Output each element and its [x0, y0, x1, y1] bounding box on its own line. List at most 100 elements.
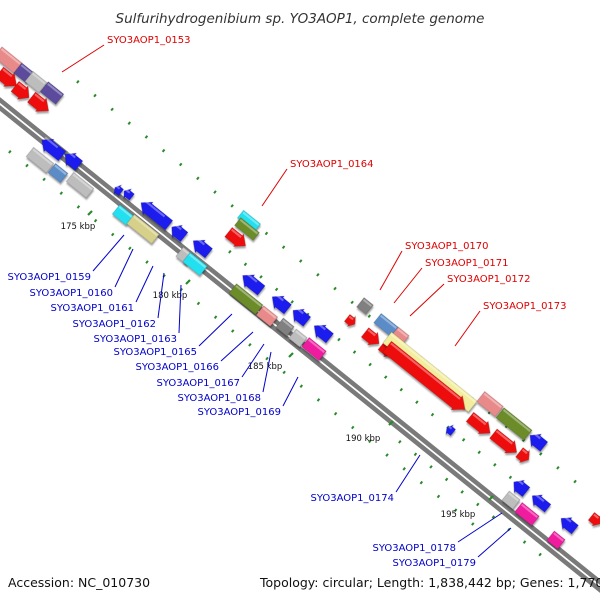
tick-mark	[488, 495, 494, 501]
dot-mark	[429, 465, 433, 469]
dot-mark	[350, 300, 354, 305]
accession-text: Accession: NC_010730	[8, 575, 150, 590]
dot-mark	[145, 260, 149, 264]
gene-arrow	[529, 432, 549, 452]
gene-block	[476, 390, 504, 418]
gene-label: SYO3AOP1_0164	[290, 159, 374, 170]
gene-block	[356, 297, 374, 315]
gene-block	[182, 252, 208, 276]
dot-mark	[265, 356, 269, 361]
tick-label: 180 kbp	[153, 291, 188, 301]
gene-label: SYO3AOP1_0159	[7, 272, 91, 283]
label-leader-line	[409, 283, 445, 317]
dot-mark	[274, 287, 279, 292]
label-leader-line	[262, 351, 272, 393]
dot-mark	[430, 412, 435, 417]
dot-mark	[42, 177, 46, 182]
dot-mark	[213, 315, 218, 320]
dot-mark	[316, 272, 320, 277]
dot-mark	[444, 477, 449, 482]
gene-label: SYO3AOP1_0161	[50, 303, 134, 314]
dot-mark	[316, 398, 321, 402]
gene-label: SYO3AOP1_0169	[197, 407, 281, 418]
dot-mark	[538, 552, 542, 557]
dot-mark	[243, 262, 248, 267]
gene-block	[234, 217, 260, 241]
tick-label: 195 kbp	[441, 510, 476, 520]
gene-arrow	[515, 447, 530, 464]
dot-mark	[461, 437, 466, 442]
dot-mark	[231, 329, 235, 333]
gene-block	[65, 171, 95, 199]
map-title: Sulfurihydrogenibium sp. YO3AOP1, comple…	[116, 11, 485, 27]
gene-arrow	[10, 80, 30, 100]
label-leader-line	[178, 284, 182, 334]
gene-track	[0, 46, 600, 550]
dot-mark	[337, 337, 341, 342]
label-leader-line	[114, 248, 134, 288]
dot-mark	[367, 314, 372, 318]
label-leader-line	[393, 267, 423, 304]
dot-mark	[477, 450, 481, 455]
dot-mark	[93, 93, 97, 98]
gene-block	[546, 530, 566, 550]
dot-mark	[413, 452, 418, 457]
dot-mark	[25, 163, 29, 168]
gene-arrow	[313, 322, 334, 344]
gene-arrow	[465, 411, 491, 435]
dot-mark	[368, 362, 372, 367]
dot-mark	[522, 540, 527, 544]
dot-mark	[398, 439, 402, 444]
dot-mark	[8, 150, 12, 154]
dot-mark	[368, 439, 372, 444]
dot-mark	[93, 218, 98, 223]
dot-mark	[556, 465, 560, 470]
dot-mark	[402, 467, 406, 471]
gene-block	[47, 162, 69, 184]
label-leader-line	[157, 272, 165, 319]
dot-mark	[282, 370, 286, 375]
dot-mark	[230, 204, 234, 208]
gene-label: SYO3AOP1_0168	[177, 393, 261, 404]
tick-label: 175 kbp	[61, 222, 96, 232]
dot-mark	[460, 490, 464, 494]
dot-mark	[419, 480, 424, 485]
label-leader-line	[135, 265, 154, 303]
dot-mark	[259, 275, 263, 279]
dot-mark	[76, 205, 81, 209]
gene-label: SYO3AOP1_0160	[29, 288, 113, 299]
gene-block	[495, 407, 533, 441]
tick-mark	[87, 210, 93, 216]
dot-mark	[299, 384, 304, 388]
label-leader-line	[395, 454, 421, 493]
label-leader-line	[92, 234, 125, 272]
gene-arrow	[0, 66, 17, 87]
label-leader-line	[477, 527, 512, 558]
dot-mark	[508, 475, 513, 480]
gene-label: SYO3AOP1_0153	[107, 35, 191, 46]
label-leader-line	[282, 376, 299, 407]
label-leader-line	[241, 343, 265, 378]
gene-arrow	[513, 478, 531, 498]
dot-mark	[161, 148, 166, 153]
dot-mark	[144, 135, 149, 139]
dot-mark	[248, 342, 252, 347]
gene-arrow	[242, 272, 266, 296]
gene-block	[514, 502, 540, 526]
gene-block	[111, 204, 135, 226]
dot-mark	[127, 121, 131, 125]
dot-mark	[471, 522, 475, 526]
dot-mark	[493, 463, 497, 467]
label-leader-line	[61, 44, 105, 73]
gene-arrow	[489, 428, 518, 454]
dot-mark	[213, 190, 217, 194]
dot-mark	[110, 107, 114, 112]
gene-arrow	[343, 313, 356, 327]
gene-label: SYO3AOP1_0165	[113, 347, 197, 358]
gene-arrow	[224, 227, 246, 247]
gene-block	[228, 283, 264, 315]
dot-mark	[178, 162, 183, 167]
dot-mark	[299, 259, 303, 263]
label-leader-line	[198, 313, 233, 347]
gene-block	[275, 317, 295, 337]
